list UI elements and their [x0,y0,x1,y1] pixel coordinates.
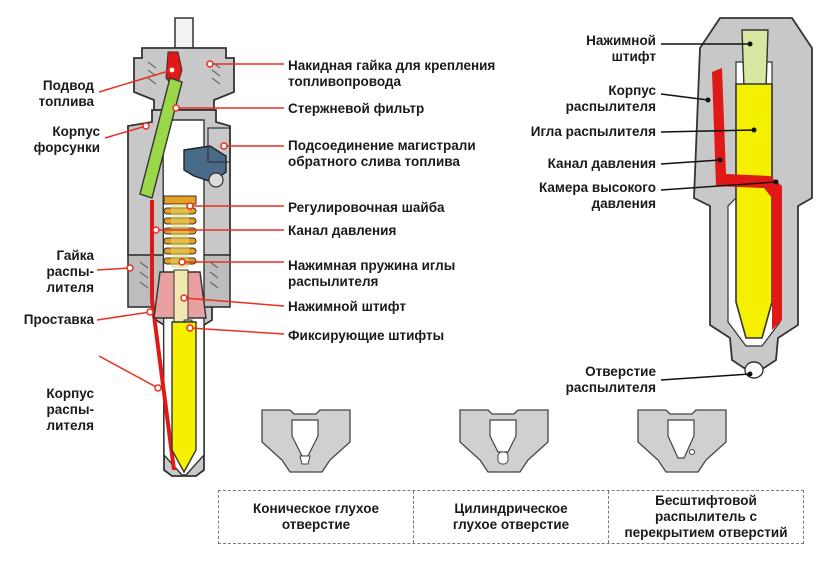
nozzle-types-table: Коническое глухое отверстие Цилиндрическ… [218,490,804,544]
label-adjusting-shim: Регулировочная шайба [288,200,445,215]
left-leaders [96,69,173,389]
tip-cylindrical-sac [459,409,549,473]
table-cell-cylindrical-sac: Цилиндрическое глухое отверстие [414,491,609,543]
label-locating-pins: Фиксирующие штифты [288,328,445,343]
tip-conical-sac [261,409,351,473]
label-injector-body: Корпус форсунки [33,124,100,155]
label-leak-off-connection: Подсоединение магистрали обратного слива… [288,138,476,169]
label-spacer: Проставка [23,312,94,327]
label-push-pin: Нажимной штифт [288,299,406,314]
label-high-pressure-chamber: Камера высокого давления [538,180,656,211]
table-cell-conical-sac: Коническое глухое отверстие [219,491,414,543]
label-nozzle-push-pin: Нажимной штифт [586,33,656,64]
right-leaders [156,63,285,335]
label-nozzle-nut: Гайка распы- лителя [46,248,94,295]
label-pressure-channel: Канал давления [288,223,397,238]
label-nozzle-orifice: Отверстие распылителя [565,364,656,395]
label-edge-filter: Стержневой фильтр [288,101,425,116]
label-needle: Игла распылителя [530,124,656,139]
nozzle-leaders [660,43,777,381]
label-nozzle-body-left: Корпус распы- лителя [46,386,94,433]
table-cell-vco: Бесштифтовой распылитель с перекрытием о… [624,493,788,540]
label-needle-spring: Нажимная пружина иглы распылителя [288,258,456,289]
injector-cutaway [127,17,235,477]
nozzle-detail [693,17,813,379]
label-union-nut: Накидная гайка для крепления топливопров… [288,58,496,89]
label-fuel-inlet: Подвод топлива [38,78,94,109]
tip-valve-covered-orifice [637,409,727,473]
label-nozzle-body-right: Корпус распылителя [565,83,656,114]
label-nozzle-pressure-channel: Канал давления [547,156,656,171]
